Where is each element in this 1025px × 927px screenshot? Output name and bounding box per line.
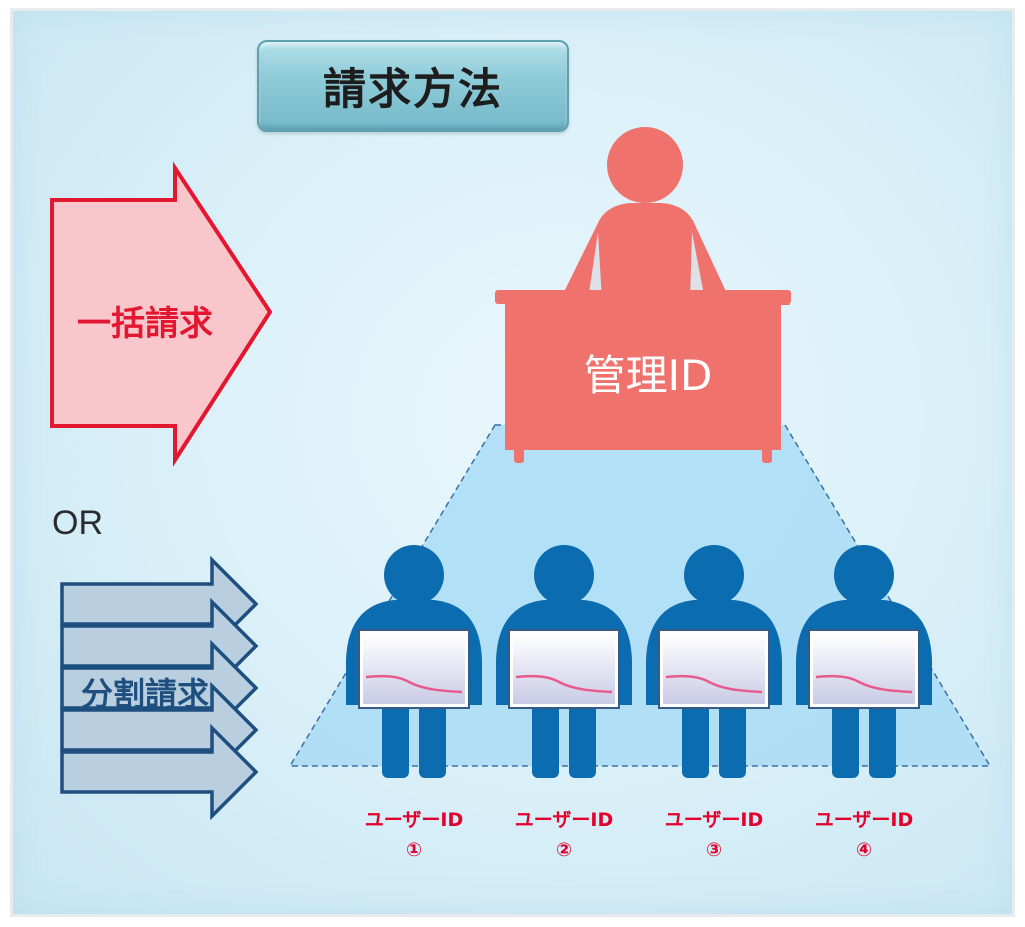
user-figure-4 [796, 545, 932, 778]
user-leg-right [719, 700, 746, 778]
admin-desk-leg-left [514, 445, 524, 463]
user-id-number: ④ [855, 839, 873, 861]
user-leg-right [569, 700, 596, 778]
title: 請求方法 [323, 65, 503, 115]
split-billing-arrows [60, 555, 259, 821]
admin-head [607, 127, 683, 203]
bulk-billing-arrow [50, 161, 273, 467]
user-head [534, 545, 594, 605]
admin-body [560, 203, 730, 300]
admin-desk [505, 298, 790, 450]
bulk-billing-label: 一括請求 [77, 304, 213, 344]
user-monitor-screen [813, 634, 915, 704]
user-label-4: ユーザーID ④ [799, 805, 929, 865]
admin-label: 管理ID [584, 351, 713, 400]
user-label-3: ユーザーID ③ [649, 805, 779, 865]
user-monitor-screen [363, 634, 465, 704]
split-arrow-5 [60, 723, 259, 821]
user-monitor-screen [663, 634, 765, 704]
user-head [384, 545, 444, 605]
user-id-number: ② [555, 839, 573, 861]
user-figure-3 [646, 545, 782, 778]
user-id-number: ③ [705, 839, 723, 861]
admin-figure [495, 127, 791, 463]
user-label-1: ユーザーID ① [349, 805, 479, 865]
admin-desk-leg-right [762, 445, 772, 463]
user-monitor-graph-line [365, 674, 463, 694]
or-label: OR [52, 504, 103, 542]
user-id-label: ユーザーID [514, 809, 614, 831]
user-id-label: ユーザーID [664, 809, 764, 831]
user-monitor-screen [513, 634, 615, 704]
user-figure-2 [496, 545, 632, 778]
title-box: 請求方法 [257, 40, 569, 132]
user-leg-right [869, 700, 896, 778]
user-leg-left [532, 700, 559, 778]
user-id-label: ユーザーID [364, 809, 464, 831]
user-id-label: ユーザーID [814, 809, 914, 831]
user-id-number: ① [405, 839, 423, 861]
user-leg-left [382, 700, 409, 778]
user-monitor-graph-line [815, 674, 913, 694]
user-leg-right [419, 700, 446, 778]
user-figures [346, 545, 932, 778]
user-head [834, 545, 894, 605]
user-figure-1 [346, 545, 482, 778]
split-billing-label: 分割請求 [81, 675, 209, 713]
user-label-2: ユーザーID ② [499, 805, 629, 865]
user-monitor-graph-line [665, 674, 763, 694]
admin-desk-top [495, 290, 791, 304]
user-leg-left [682, 700, 709, 778]
user-leg-left [832, 700, 859, 778]
user-head [684, 545, 744, 605]
user-monitor-graph-line [515, 674, 613, 694]
